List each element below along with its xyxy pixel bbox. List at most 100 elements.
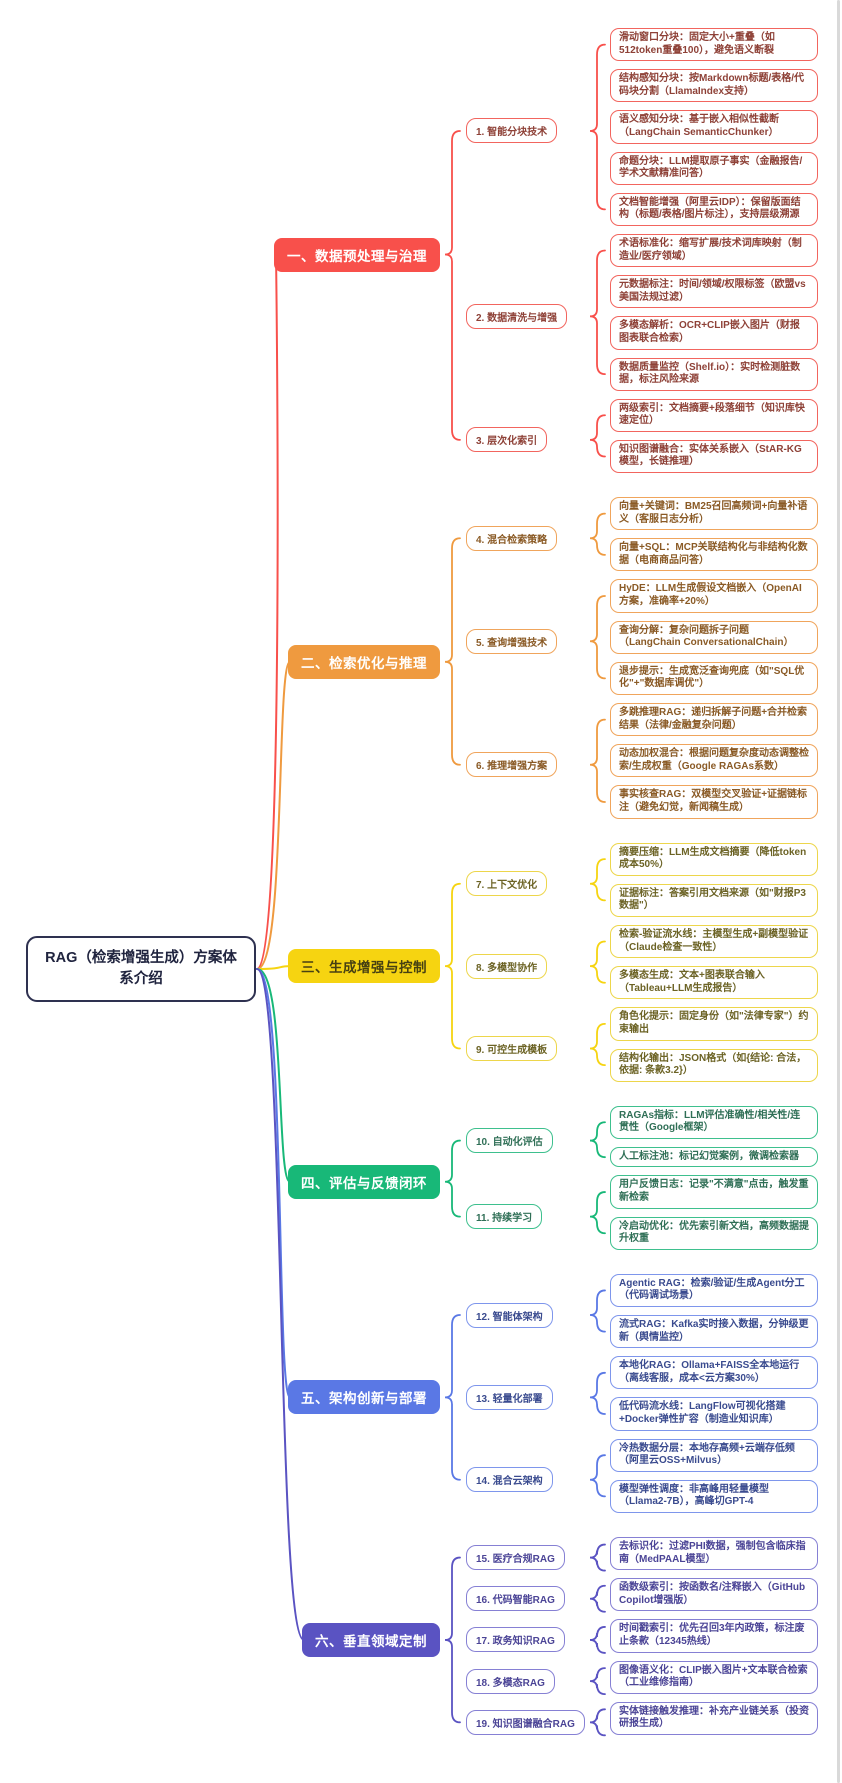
sub-branch-node[interactable]: 5. 查询增强技术: [466, 628, 558, 654]
sub-branch-cell: 13. 轻量化部署: [466, 1384, 588, 1410]
leaf-node[interactable]: 知识图谱融合：实体关系嵌入（StAR-KG模型，长链推理）: [610, 439, 818, 474]
connector-brace: [256, 660, 291, 971]
sub-branch-cell: 7. 上下文优化: [466, 871, 588, 897]
leaf-node[interactable]: 低代码流水线：LangFlow可视化搭建+Docker弹性扩容（制造业知识库）: [610, 1397, 818, 1431]
sub-branch-node[interactable]: 18. 多模态RAG: [466, 1668, 555, 1694]
sub-branch-node[interactable]: 7. 上下文优化: [466, 871, 548, 897]
leaf-node[interactable]: 模型弹性调度：非高峰用轻量模型（Llama2-7B），高峰切GPT-4: [610, 1479, 818, 1513]
leaf-list: 时间戳索引：优先召回3年内政策，标注废止条款（12345热线）: [610, 1619, 818, 1660]
leaf-node[interactable]: HyDE：LLM生成假设文档嵌入（OpenAI方案，准确率+20%）: [610, 579, 818, 613]
sub-branch-node[interactable]: 2. 数据清洗与增强: [466, 303, 568, 329]
sub-branch-node[interactable]: 6. 推理增强方案: [466, 752, 558, 778]
sub-branch-node[interactable]: 16. 代码智能RAG: [466, 1586, 565, 1612]
branch-cell: 四、评估与反馈闭环: [288, 1164, 440, 1199]
leaf-node[interactable]: 退步提示：生成宽泛查询兜底（如"SQL优化"+"数据库调优"）: [610, 661, 818, 695]
leaf-node[interactable]: 术语标准化：缩写扩展/技术词库映射（制造业/医疗领域）: [610, 233, 818, 268]
leaf-node[interactable]: 多模态解析：OCR+CLIP嵌入图片（财报图表联合检索）: [610, 316, 818, 350]
scrollbar[interactable]: [837, 0, 840, 1783]
branch-node[interactable]: 一、数据预处理与治理: [274, 237, 440, 272]
leaf-list: 冷热数据分层：本地存高频+云端存低频（阿里云OSS+Milvus） 模型弹性调度：…: [610, 1438, 818, 1521]
leaf-node[interactable]: 去标识化：过滤PHI数据，强制包含临床指南（MedPAAL模型）: [610, 1536, 818, 1571]
sub-branch-cell: 15. 医疗合规RAG: [466, 1545, 588, 1571]
leaf-list: 术语标准化：缩写扩展/技术词库映射（制造业/医疗领域） 元数据标注：时间/领域/权…: [610, 233, 818, 399]
leaf-node[interactable]: 滑动窗口分块：固定大小+重叠（如512token重叠100），避免语义断裂: [610, 28, 818, 62]
sub-branch-node[interactable]: 14. 混合云架构: [466, 1467, 553, 1493]
leaf-node[interactable]: 结构感知分块：按Markdown标题/表格/代码块分割（LlamaIndex支持…: [610, 69, 818, 103]
sub-branch-list: 1. 智能分块技术 滑动窗口分块：固定大小+重叠（如512token重叠100），…: [466, 28, 818, 481]
leaf-list: 实体链接触发推理：补充产业链关系（投资研报生成）: [610, 1701, 818, 1743]
sub-branch-cell: 8. 多模型协作: [466, 953, 588, 979]
branch-node[interactable]: 二、检索优化与推理: [288, 644, 440, 679]
leaf-node[interactable]: 结构化输出：JSON格式（如{结论: 合法，依据: 条款3.2}）: [610, 1048, 818, 1082]
sub-branch-cell: 16. 代码智能RAG: [466, 1586, 588, 1612]
branch-node[interactable]: 五、架构创新与部署: [288, 1380, 440, 1415]
leaf-node[interactable]: 图像语义化：CLIP嵌入图片+文本联合检索（工业维修指南）: [610, 1660, 818, 1694]
root-node[interactable]: RAG（检索增强生成）方案体系介绍: [26, 936, 256, 1003]
leaf-node[interactable]: 多模态生成：文本+图表联合输入（Tableau+LLM生成报告）: [610, 966, 818, 1000]
branch-node[interactable]: 四、评估与反馈闭环: [288, 1164, 440, 1199]
sub-branch-node[interactable]: 12. 智能体架构: [466, 1302, 553, 1328]
sub-branch-cell: 9. 可控生成模板: [466, 1036, 588, 1061]
sub-branch-row: 6. 推理增强方案 多跳推理RAG：递归拆解子问题+合并检索结果（法律/金融复杂问…: [466, 703, 818, 827]
sub-branch-row: 11. 持续学习 用户反馈日志：记录"不满意"点击，触发重新检索冷启动优化：优先索…: [466, 1175, 818, 1257]
sub-branch-node[interactable]: 10. 自动化评估: [466, 1128, 553, 1154]
branch-node[interactable]: 六、垂直领域定制: [302, 1622, 440, 1657]
sub-branch-node[interactable]: 8. 多模型协作: [466, 953, 548, 979]
leaf-node[interactable]: 命题分块：LLM提取原子事实（金融报告/学术文献精准问答）: [610, 151, 818, 185]
branch-cell: 三、生成增强与控制: [288, 949, 440, 984]
leaf-node[interactable]: 两级索引：文档摘要+段落细节（知识库快速定位）: [610, 398, 818, 432]
leaf-node[interactable]: 冷启动优化：优先索引新文档，高频数据提升权重: [610, 1216, 818, 1250]
leaf-list: 多跳推理RAG：递归拆解子问题+合并检索结果（法律/金融复杂问题） 动态加权混合：…: [610, 703, 818, 827]
sub-branch-node[interactable]: 1. 智能分块技术: [466, 118, 558, 144]
connector-brace: [256, 968, 291, 1399]
leaf-node[interactable]: 冷热数据分层：本地存高频+云端存低频（阿里云OSS+Milvus）: [610, 1438, 818, 1472]
leaf-node[interactable]: 元数据标注：时间/领域/权限标签（欧盟vs美国法规过滤）: [610, 275, 818, 309]
leaf-node[interactable]: 证据标注：答案引用文档来源（如"财报P3数据"）: [610, 883, 818, 917]
leaf-list: HyDE：LLM生成假设文档嵌入（OpenAI方案，准确率+20%） 查询分解：复…: [610, 579, 818, 703]
branch-cell: 一、数据预处理与治理: [274, 237, 440, 272]
leaf-node[interactable]: Agentic RAG：检索/验证/生成Agent分工（代码调试场景）: [610, 1273, 818, 1308]
leaf-node[interactable]: 本地化RAG：Ollama+FAISS全本地运行（离线客服，成本<云方案30%）: [610, 1356, 818, 1390]
sub-branch-cell: 17. 政务知识RAG: [466, 1627, 588, 1653]
leaf-node[interactable]: 时间戳索引：优先召回3年内政策，标注废止条款（12345热线）: [610, 1619, 818, 1653]
sub-branch-cell: 1. 智能分块技术: [466, 118, 588, 144]
leaf-node[interactable]: 多跳推理RAG：递归拆解子问题+合并检索结果（法律/金融复杂问题）: [610, 703, 818, 737]
leaf-node[interactable]: 流式RAG：Kafka实时接入数据，分钟级更新（舆情监控）: [610, 1315, 818, 1349]
sub-branch-node[interactable]: 9. 可控生成模板: [466, 1036, 558, 1061]
leaf-node[interactable]: 人工标注池：标记幻觉案例，微调检索器: [610, 1146, 818, 1168]
sub-branch-row: 8. 多模型协作 检索-验证流水线：主模型生成+副模型验证（Claude检查一致性…: [466, 924, 818, 1007]
leaf-node[interactable]: 语义感知分块：基于嵌入相似性截断（LangChain SemanticChunk…: [610, 110, 818, 144]
sub-branch-cell: 18. 多模态RAG: [466, 1668, 588, 1694]
leaf-node[interactable]: 动态加权混合：根据问题复杂度动态调整检索/生成权重（Google RAGAs系数…: [610, 744, 818, 778]
leaf-node[interactable]: 检索-验证流水线：主模型生成+副模型验证（Claude检查一致性）: [610, 924, 818, 959]
leaf-list: 用户反馈日志：记录"不满意"点击，触发重新检索冷启动优化：优先索引新文档，高频数…: [610, 1175, 818, 1257]
leaf-node[interactable]: 用户反馈日志：记录"不满意"点击，触发重新检索: [610, 1175, 818, 1209]
sub-branch-node[interactable]: 15. 医疗合规RAG: [466, 1545, 565, 1571]
sub-branch-cell: 5. 查询增强技术: [466, 628, 588, 654]
sub-branch-node[interactable]: 17. 政务知识RAG: [466, 1627, 565, 1653]
branch-node[interactable]: 三、生成增强与控制: [288, 949, 440, 984]
sub-branch-list: 15. 医疗合规RAG 去标识化：过滤PHI数据，强制包含临床指南（MedPAAL…: [466, 1536, 818, 1743]
sub-branch-row: 2. 数据清洗与增强 术语标准化：缩写扩展/技术词库映射（制造业/医疗领域） 元数据…: [466, 233, 818, 399]
sub-branch-row: 19. 知识图谱融合RAG 实体链接触发推理：补充产业链关系（投资研报生成）: [466, 1701, 818, 1743]
sub-branch-node[interactable]: 3. 层次化索引: [466, 427, 548, 453]
sub-branch-row: 10. 自动化评估 RAGAs指标：LLM评估准确性/相关性/连贯性（Google…: [466, 1105, 818, 1176]
sub-branch-row: 14. 混合云架构 冷热数据分层：本地存高频+云端存低频（阿里云OSS+Milvu…: [466, 1438, 818, 1521]
leaf-node[interactable]: 角色化提示：固定身份（如"法律专家"）约束输出: [610, 1007, 818, 1041]
sub-branch-node[interactable]: 13. 轻量化部署: [466, 1384, 553, 1410]
sub-branch-cell: 10. 自动化评估: [466, 1128, 588, 1154]
leaf-node[interactable]: 数据质量监控（Shelf.io）：实时检测脏数据，标注风险来源: [610, 357, 818, 391]
leaf-node[interactable]: 摘要压缩：LLM生成文档摘要（降低token成本50%）: [610, 842, 818, 876]
leaf-node[interactable]: 函数级索引：按函数名/注释嵌入（GitHub Copilot增强版）: [610, 1578, 818, 1612]
sub-branch-node[interactable]: 19. 知识图谱融合RAG: [466, 1709, 585, 1735]
leaf-node[interactable]: 事实核查RAG：双模型交叉验证+证据链标注（避免幻觉，新闻稿生成）: [610, 785, 818, 819]
sub-branch-list: 4. 混合检索策略 向量+关键词：BM25召回高频词+向量补语义（客服日志分析） 向…: [466, 497, 818, 827]
leaf-node[interactable]: 实体链接触发推理：补充产业链关系（投资研报生成）: [610, 1701, 818, 1735]
leaf-node[interactable]: 向量+关键词：BM25召回高频词+向量补语义（客服日志分析）: [610, 497, 818, 531]
sub-branch-node[interactable]: 4. 混合检索策略: [466, 525, 558, 551]
leaf-node[interactable]: RAGAs指标：LLM评估准确性/相关性/连贯性（Google框架）: [610, 1105, 818, 1139]
leaf-node[interactable]: 向量+SQL：MCP关联结构化与非结构化数据（电商商品问答）: [610, 538, 818, 572]
leaf-node[interactable]: 文档智能增强（阿里云IDP）：保留版面结构（标题/表格/图片标注），支持层级溯源: [610, 192, 818, 226]
sub-branch-node[interactable]: 11. 持续学习: [466, 1204, 543, 1230]
leaf-node[interactable]: 查询分解：复杂问题拆子问题（LangChain ConversationalCh…: [610, 620, 818, 654]
